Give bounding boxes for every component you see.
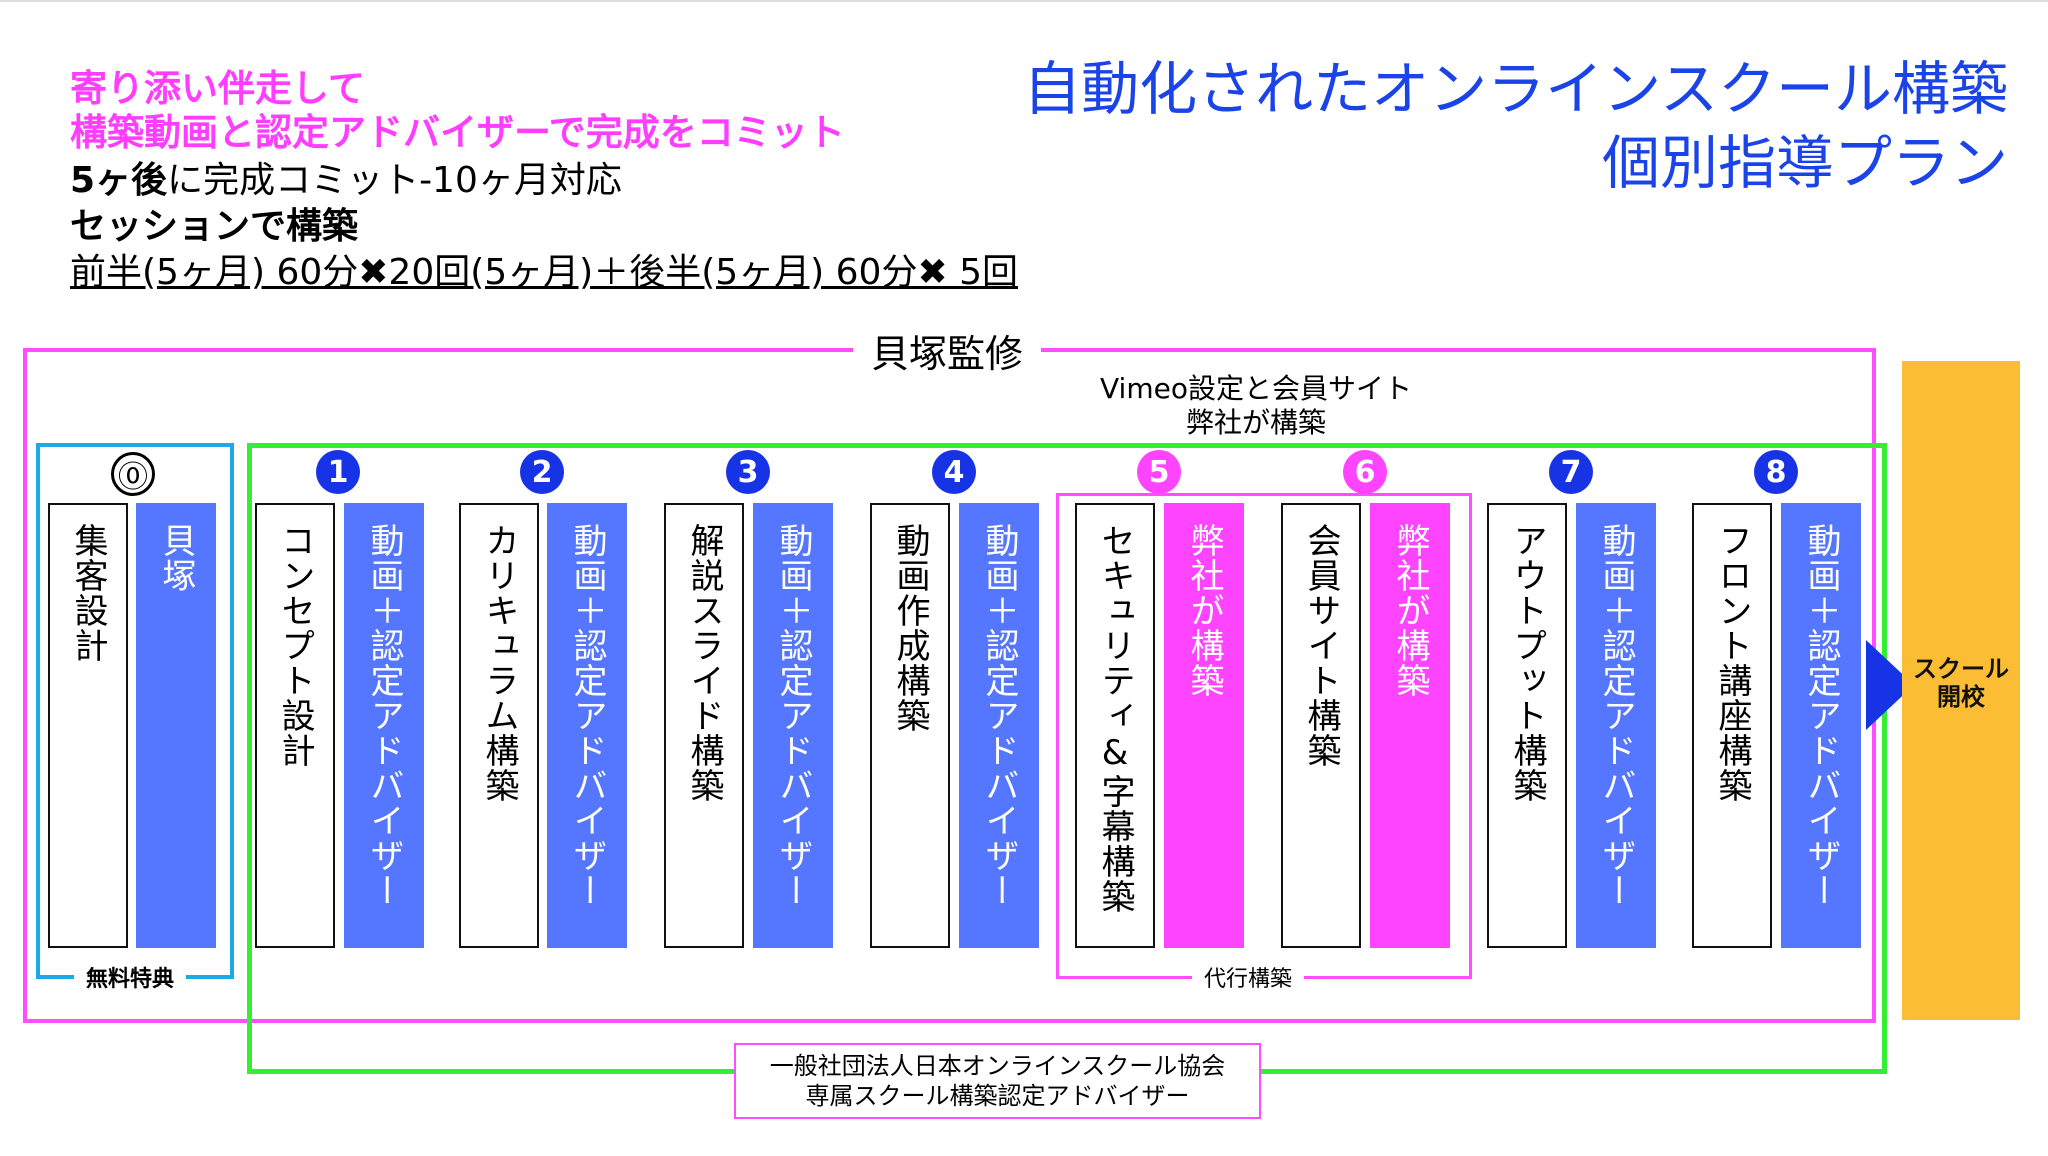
step-5-left-text: セキュリティ&字幕構築: [1095, 523, 1135, 914]
step-7-left-text: アウトプット構築: [1507, 523, 1547, 803]
school-opening-bar: [1902, 361, 2020, 1020]
step-8-number: 8: [1754, 450, 1798, 494]
step-1-right-column: 動画＋認定アドバイザー: [344, 503, 424, 948]
step-5-number: 5: [1137, 450, 1181, 494]
header-commit-line: 5ヶ後に完成コミット-10ヶ月対応: [70, 158, 622, 204]
step-2-left-column: カリキュラム構築: [459, 503, 539, 948]
step-8-left-text: フロント講座構築: [1712, 523, 1752, 803]
step-4-left-text: 動画作成構築: [890, 523, 930, 733]
step-5-left-column: セキュリティ&字幕構築: [1075, 503, 1155, 948]
association-line-2: 専属スクール構築認定アドバイザー: [805, 1082, 1190, 1110]
step-2-right-column: 動画＋認定アドバイザー: [547, 503, 627, 948]
step-2-right-text: 動画＋認定アドバイザー: [567, 523, 607, 908]
free-bonus-label: 無料特典: [74, 966, 187, 994]
vimeo-note-line-2: 弊社が構築: [1185, 406, 1326, 439]
step-2-left-text: カリキュラム構築: [479, 523, 519, 803]
step-0-right-text: 貝塚: [156, 523, 196, 593]
outsourced-label: 代行構築: [1192, 966, 1305, 994]
step-0-left-text: 集客設計: [68, 523, 108, 663]
step-3-left-column: 解説スライド構築: [664, 503, 744, 948]
header-session-line: セッションで構築: [70, 206, 359, 247]
header-pink-line-1: 寄り添い伴走して: [70, 67, 365, 110]
step-6-left-column: 会員サイト構築: [1281, 503, 1361, 948]
step-1-number: 1: [316, 450, 360, 494]
step-4-left-column: 動画作成構築: [870, 503, 950, 948]
step-3-number: 3: [726, 450, 770, 494]
step-1-left-text: コンセプト設計: [275, 523, 315, 768]
step-6-right-text: 弊社が構築: [1390, 523, 1430, 698]
step-8-right-column: 動画＋認定アドバイザー: [1781, 503, 1861, 948]
step-0-number: ⓪: [111, 452, 155, 496]
step-6-number: 6: [1343, 450, 1387, 494]
association-box: 一般社団法人日本オンラインスクール協会 専属スクール構築認定アドバイザー: [734, 1043, 1261, 1119]
step-3-left-text: 解説スライド構築: [684, 523, 724, 803]
step-5-right-text: 弊社が構築: [1184, 523, 1224, 698]
vimeo-note-line-1: Vimeo設定と会員サイト: [1100, 372, 1412, 405]
step-8-right-text: 動画＋認定アドバイザー: [1801, 523, 1841, 908]
step-6-left-text: 会員サイト構築: [1301, 523, 1341, 768]
school-opening-line-1: スクール: [1913, 655, 2009, 683]
step-7-left-column: アウトプット構築: [1487, 503, 1567, 948]
header-schedule-line: 前半(5ヶ月) 60分✖20回(5ヶ月)＋後半(5ヶ月) 60分✖ 5回: [70, 252, 1018, 293]
step-1-right-text: 動画＋認定アドバイザー: [364, 523, 404, 908]
top-border-line: [0, 0, 2048, 2]
commit-text: に完成コミット-10ヶ月対応: [167, 160, 622, 201]
association-line-1: 一般社団法人日本オンラインスクール協会: [769, 1052, 1226, 1080]
step-7-right-column: 動画＋認定アドバイザー: [1576, 503, 1656, 948]
step-3-right-text: 動画＋認定アドバイザー: [773, 523, 813, 908]
page-title-line-2: 個別指導プラン: [1601, 129, 2008, 197]
school-opening-line-2: 開校: [1937, 683, 1985, 711]
step-2-number: 2: [520, 450, 564, 494]
header-pink-line-2: 構築動画と認定アドバイザーで完成をコミット: [70, 111, 845, 154]
commit-months: 5ヶ後: [70, 160, 168, 201]
step-4-right-column: 動画＋認定アドバイザー: [959, 503, 1039, 948]
step-0-right-column: 貝塚: [136, 503, 216, 948]
step-1-left-column: コンセプト設計: [255, 503, 335, 948]
supervision-label: 貝塚監修: [853, 332, 1042, 376]
step-3-right-column: 動画＋認定アドバイザー: [753, 503, 833, 948]
page-title-line-1: 自動化されたオンラインスクール構築: [1023, 55, 2008, 123]
step-7-number: 7: [1549, 450, 1593, 494]
step-8-left-column: フロント講座構築: [1692, 503, 1772, 948]
step-7-right-text: 動画＋認定アドバイザー: [1596, 523, 1636, 908]
step-4-right-text: 動画＋認定アドバイザー: [979, 523, 1019, 908]
step-5-right-column: 弊社が構築: [1164, 503, 1244, 948]
step-4-number: 4: [932, 450, 976, 494]
step-6-right-column: 弊社が構築: [1370, 503, 1450, 948]
step-0-left-column: 集客設計: [48, 503, 128, 948]
